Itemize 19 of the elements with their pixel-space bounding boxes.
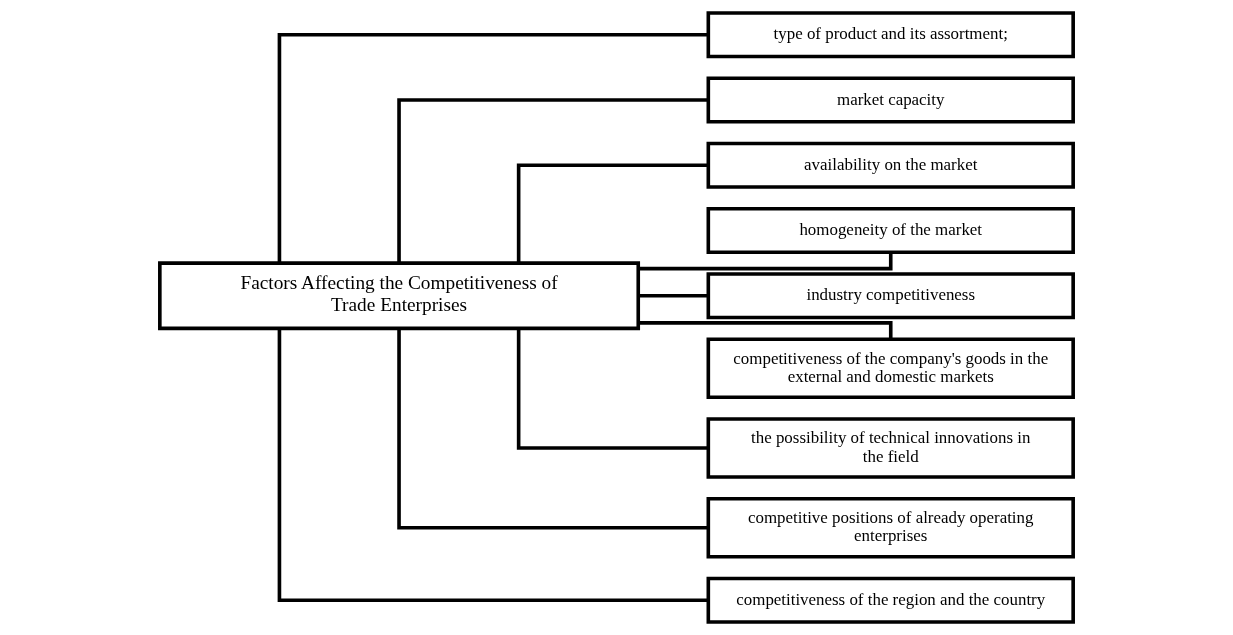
- connector: [397, 328, 708, 530]
- node-box: market capacity: [706, 76, 1075, 124]
- node-box: competitiveness of the company's goods in the external and domestic markets: [706, 337, 1075, 400]
- node-box: Factors Affecting the Competitiveness of Trade Enterprises: [158, 261, 641, 331]
- connector: [638, 321, 893, 339]
- node-box: competitiveness of the region and the country: [706, 576, 1075, 624]
- connector: [516, 163, 708, 263]
- node-box: the possibility of technical innovations in the field: [706, 417, 1075, 479]
- connector: [638, 252, 893, 271]
- node-box: industry competitiveness: [706, 272, 1075, 320]
- node-box: competitive positions of already operating enterprises: [706, 496, 1075, 559]
- node-box: type of product and its assortment;: [706, 11, 1075, 59]
- connector: [516, 328, 708, 450]
- node-box: homogeneity of the market: [706, 206, 1075, 255]
- connector: [277, 328, 709, 602]
- connector: [397, 98, 708, 263]
- connector: [638, 293, 709, 298]
- connector: [277, 33, 709, 263]
- node-box: availability on the market: [706, 141, 1075, 189]
